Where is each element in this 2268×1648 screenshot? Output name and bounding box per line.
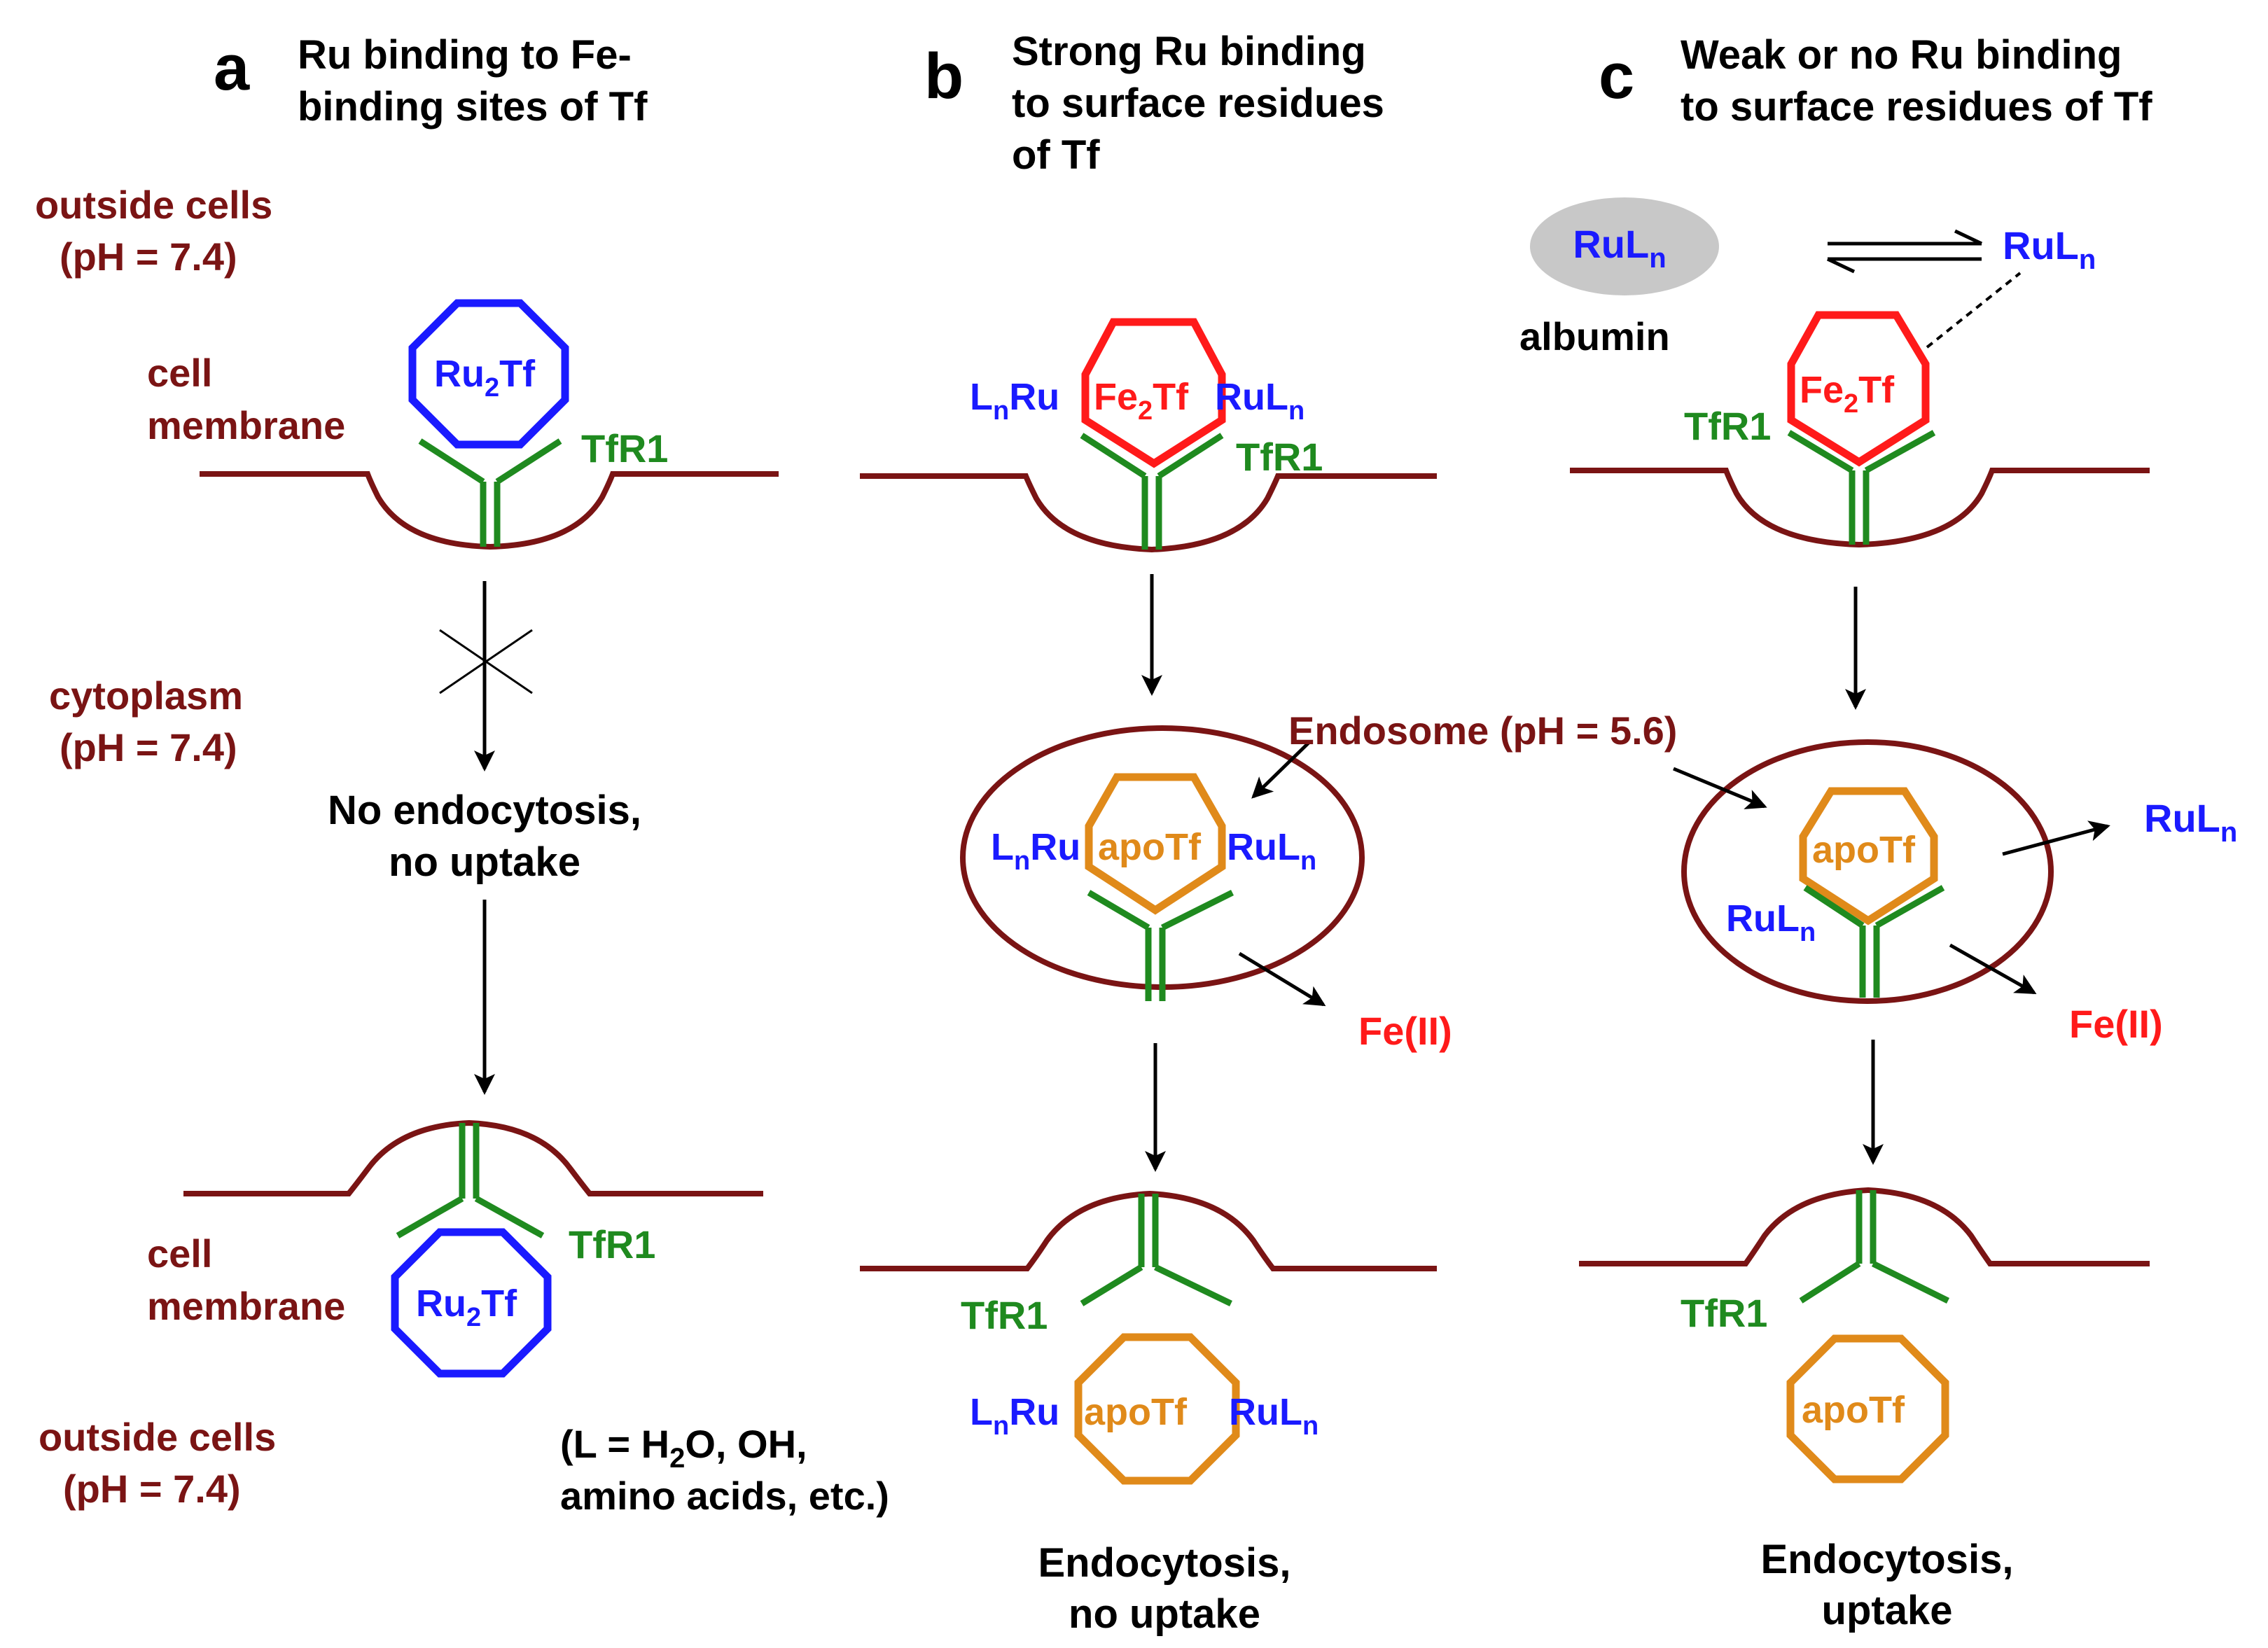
fe-ii-label-c: Fe(II): [2069, 1002, 2163, 1046]
panel-a-result-line-1: No endocytosis,: [328, 788, 641, 833]
rul-label-b-endo: RuLn: [1227, 826, 1316, 876]
membrane-b-bottom: [860, 1190, 1437, 1271]
fe-ii-label-b: Fe(II): [1358, 1009, 1452, 1053]
tfr1-receptor-c-bottom: [1799, 1190, 1949, 1304]
albumin-rul-label: RuLn: [1573, 222, 1666, 274]
panel-a-result-line-2: no uptake: [389, 839, 580, 885]
blocked-cross-2: [439, 629, 533, 694]
tfr1-label-a-top: TfR1: [581, 426, 668, 470]
ru2tf-label-a-bottom: Ru2Tf: [416, 1283, 517, 1332]
panel-a-letter: a: [214, 32, 250, 104]
tfr1-receptor-b-endo: [1087, 889, 1234, 1001]
free-rul-label: RuLn: [2003, 223, 2096, 275]
lnru-label-b-top: LnRu: [970, 376, 1059, 426]
endosome-label: Endosome (pH = 5.6): [1288, 708, 1677, 753]
panel-a-title-line-2: binding sites of Tf: [298, 84, 648, 130]
rul-label-c-endo: RuLn: [1726, 898, 1816, 947]
fe2tf-hexagon-b-shape: [1081, 318, 1226, 468]
ru2tf-octagon-a-bottom: [391, 1228, 552, 1378]
cell-membrane-bottom-label-2: membrane: [147, 1284, 345, 1328]
rul-label-b-top: RuLn: [1215, 376, 1305, 426]
endosome-pointer-c: [1673, 767, 1767, 809]
panel-c-title-line-1: Weak or no Ru binding: [1681, 32, 2122, 78]
tfr1-label-c-top: TfR1: [1684, 404, 1771, 448]
weak-binding-dashed: [1926, 272, 2022, 349]
panel-b: b Strong Ru binding to surface residues …: [860, 29, 1452, 1637]
apotf-label-c-bottom: apoTf: [1802, 1389, 1905, 1431]
outside-cells-bottom-ph: (pH = 7.4): [63, 1467, 241, 1511]
tfr1-receptor-a-top: [418, 438, 562, 547]
fe2tf-label-c: Fe2Tf: [1800, 369, 1895, 419]
ligand-note-line-2: amino acids, etc.): [560, 1474, 889, 1518]
rul-label-b-bottom: RuLn: [1229, 1391, 1319, 1441]
rul-release-arrow-c: [2002, 820, 2110, 856]
tfr1-label-a-bottom: TfR1: [569, 1222, 655, 1266]
cell-membrane-bottom-label-1: cell: [147, 1231, 212, 1276]
ligand-note-line-1: (L = H2O, OH,: [560, 1422, 807, 1474]
apotf-octagon-b: [1074, 1333, 1240, 1485]
panel-a-title-line-1: Ru binding to Fe-: [298, 32, 632, 78]
apotf-label-c-endo: apoTf: [1812, 829, 1916, 871]
panel-b-title-line-3: of Tf: [1012, 132, 1100, 178]
fe-release-arrow-c: [1949, 943, 2037, 995]
panel-c-result-line-1: Endocytosis,: [1761, 1537, 2014, 1582]
equilibrium-arrows: [1826, 229, 1983, 274]
tfr1-receptor-c-endo: [1803, 885, 1945, 998]
membrane-c-top: [1570, 468, 2150, 548]
tfr1-label-b-bottom: TfR1: [961, 1293, 1048, 1337]
endosome-pointer-b: [1251, 741, 1311, 799]
apotf-label-b-endo: apoTf: [1098, 826, 1202, 868]
albumin-label: albumin: [1519, 314, 1670, 358]
fe2tf-hexagon-c: [1787, 311, 1930, 467]
outside-cells-top-ph: (pH = 7.4): [60, 235, 237, 279]
fe-release-arrow-b: [1238, 951, 1326, 1007]
cytoplasm-ph: (pH = 7.4): [60, 725, 237, 769]
cytoplasm-label: cytoplasm: [49, 673, 243, 718]
membrane-b-top: [860, 473, 1437, 553]
panel-c: c Weak or no Ru binding to surface resid…: [1519, 32, 2237, 1633]
panel-b-letter: b: [924, 41, 963, 112]
panel-b-title-line-1: Strong Ru binding: [1012, 29, 1366, 74]
tfr1-receptor-b-bottom: [1080, 1194, 1232, 1307]
albumin-ellipse: [1530, 197, 1719, 295]
panel-a: a Ru binding to Fe- binding sites of Tf …: [35, 32, 889, 1518]
membrane-c-bottom: [1579, 1187, 2150, 1266]
apotf-octagon-c: [1786, 1334, 1949, 1483]
tfr1-receptor-c-top: [1787, 430, 1936, 545]
endosome-c: [1681, 739, 2054, 1004]
lnru-label-b-endo: LnRu: [991, 826, 1080, 876]
apotf-hexagon-b: [1085, 773, 1226, 915]
tfr1-label-c-bottom: TfR1: [1681, 1291, 1767, 1335]
panel-b-result-line-1: Endocytosis,: [1038, 1540, 1291, 1586]
ru2tf-octagon-a-top: [408, 299, 569, 449]
membrane-a-bottom: [183, 1119, 763, 1196]
apotf-label-b-bottom: apoTf: [1084, 1391, 1188, 1433]
tfr1-receptor-a-bottom: [396, 1123, 545, 1238]
outside-cells-bottom-label: outside cells: [39, 1415, 276, 1459]
panel-b-title-line-2: to surface residues: [1012, 81, 1384, 126]
fe2tf-label-b: Fe2Tf: [1094, 376, 1189, 426]
lnru-label-b-bottom: LnRu: [970, 1391, 1059, 1441]
cell-membrane-top-label-2: membrane: [147, 403, 345, 447]
ru2tf-label-a-top: Ru2Tf: [434, 353, 536, 403]
released-rul-label: RuLn: [2144, 796, 2237, 848]
panel-b-result-line-2: no uptake: [1069, 1591, 1260, 1637]
tfr1-label-b-top: TfR1: [1236, 435, 1323, 479]
panel-c-result-line-2: uptake: [1822, 1588, 1953, 1633]
cell-membrane-top-label-1: cell: [147, 351, 212, 395]
apotf-hexagon-c: [1799, 787, 1938, 926]
panel-c-letter: c: [1599, 41, 1634, 112]
outside-cells-top-label: outside cells: [35, 183, 272, 227]
tfr1-receptor-b-top: [1080, 433, 1224, 550]
membrane-a-top: [200, 471, 779, 550]
panel-c-title-line-2: to surface residues of Tf: [1681, 84, 2152, 130]
